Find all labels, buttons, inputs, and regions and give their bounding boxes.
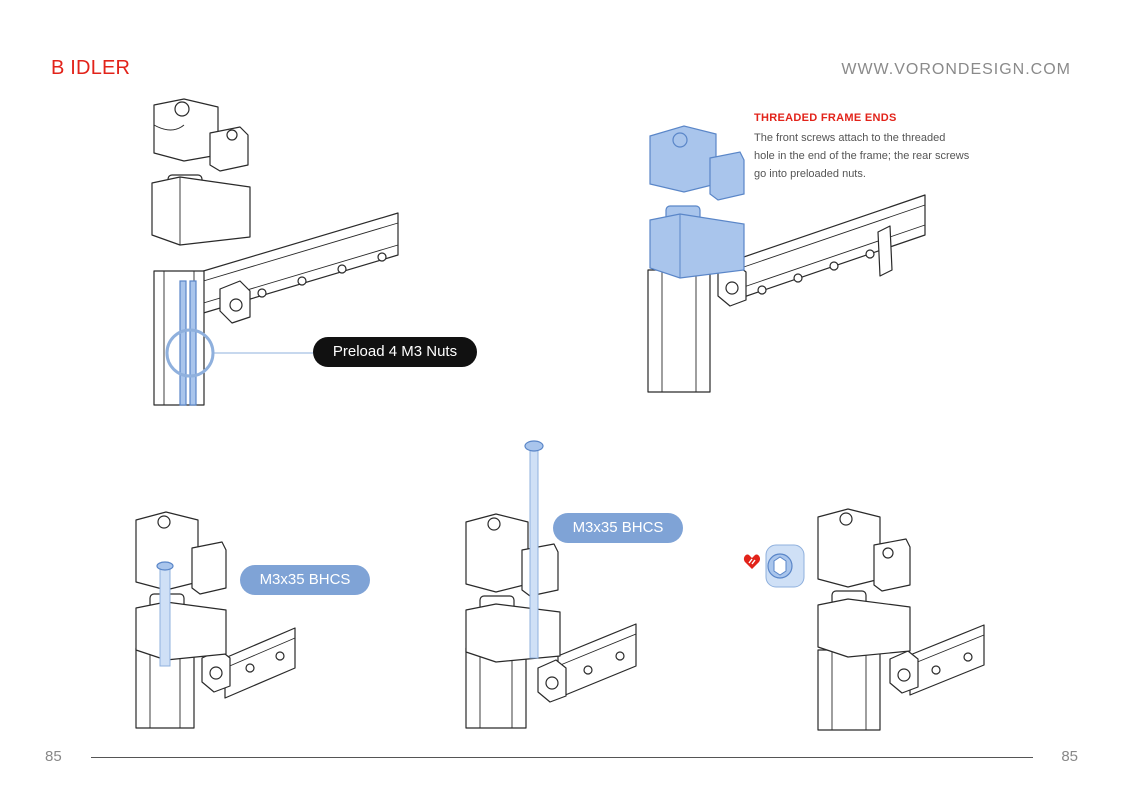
illustration-threaded-frame-ends	[647, 125, 926, 393]
illustration-rear-screw	[465, 440, 637, 729]
pulley-part	[765, 544, 805, 588]
heart-icon	[743, 554, 761, 569]
callout-line-2: hole in the end of the frame; the rear s…	[754, 150, 970, 162]
illustration-final-assembly	[765, 508, 985, 731]
m3x35-rear-label: M3x35 BHCS	[553, 513, 683, 543]
illustration-front-screw	[135, 511, 296, 729]
callout-title: THREADED FRAME ENDS	[754, 112, 897, 124]
callout-body: The front screws attach to the threaded …	[754, 129, 1004, 183]
site-url[interactable]: WWW.VORONDESIGN.COM	[841, 61, 1071, 78]
illustration-preload-nuts	[151, 98, 399, 406]
page-number-left: 85	[45, 748, 62, 765]
footer-divider	[91, 757, 1033, 758]
preload-nuts-label: Preload 4 M3 Nuts	[313, 337, 477, 367]
section-title: B IDLER	[51, 57, 131, 79]
callout-line-3: go into preloaded nuts.	[754, 168, 866, 180]
page-number-right: 85	[1061, 748, 1078, 765]
callout-line-1: The front screws attach to the threaded	[754, 132, 946, 144]
m3x35-front-label: M3x35 BHCS	[240, 565, 370, 595]
